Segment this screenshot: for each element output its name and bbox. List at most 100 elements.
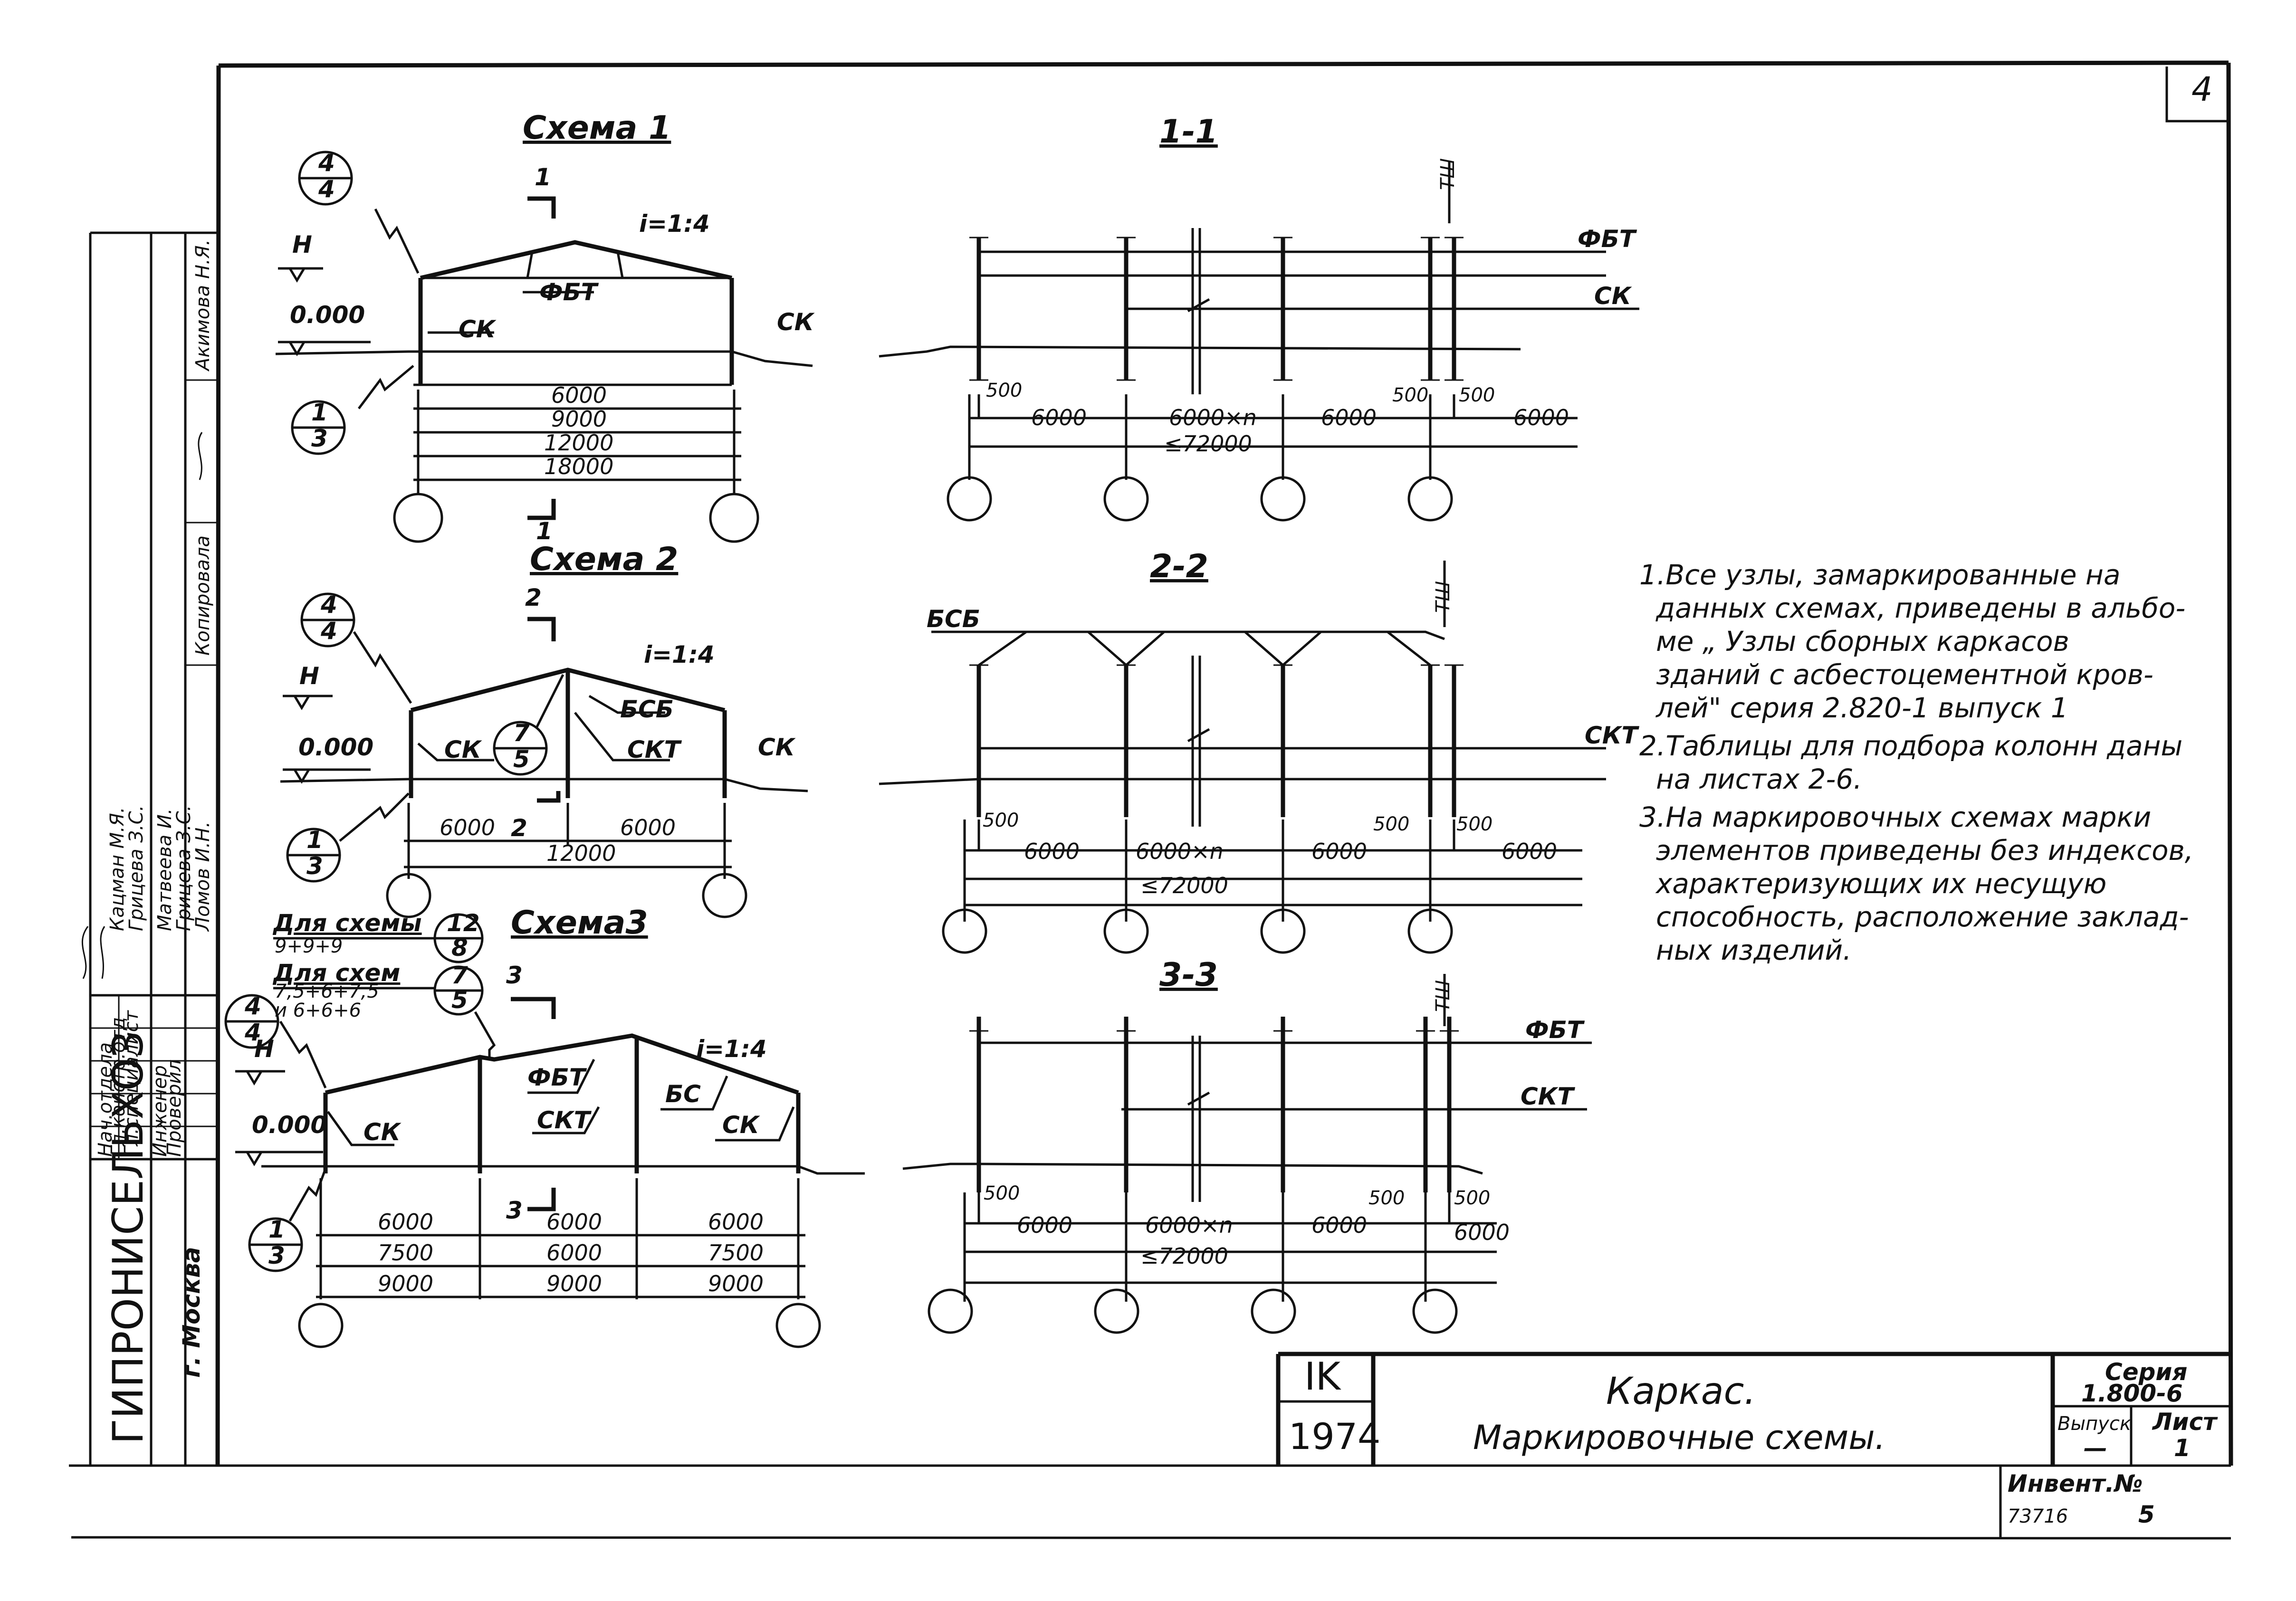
sec3-dim-s1: 6000 <box>1017 1212 1072 1238</box>
sec1-dim-s1: 6000 <box>1031 405 1087 430</box>
sec1-dim-s4: 6000 <box>1513 405 1569 430</box>
scheme-2-total: 12000 <box>546 840 616 866</box>
svg-text:3: 3 <box>311 425 328 452</box>
scheme-3-node-b: 7 5 <box>433 962 496 1059</box>
scheme-3-ck-left: СК <box>364 1118 402 1146</box>
svg-text:3: 3 <box>306 852 323 880</box>
scheme-3-r2-c1: 7500 <box>378 1240 433 1266</box>
scheme-2-span-2: 6000 <box>620 815 676 840</box>
stamp-roles: Нач.отдела Гл.констр.отд Гл.специалист И… <box>95 239 214 1157</box>
svg-text:12: 12 <box>447 909 480 937</box>
note-line-7: на листах 2-6. <box>1656 763 1862 795</box>
notes: 1.Все узлы, замаркированные на данных сх… <box>1639 559 2193 966</box>
scheme-2-span-1: 6000 <box>440 815 495 840</box>
sec2-dim-s4: 6000 <box>1502 839 1557 864</box>
scheme-3-for-schemes: Для схем <box>272 959 400 987</box>
svg-text:4: 4 <box>244 1019 261 1046</box>
name-5: Грицева З.С. <box>173 805 195 931</box>
sec2-dim-total: ≤72000 <box>1140 873 1228 898</box>
sec1-fbt: ФБТ <box>1578 225 1637 253</box>
scheme-3-r3-c3: 9000 <box>708 1271 764 1296</box>
name-2: Кацман М.Я. <box>106 807 128 931</box>
scheme-2-axis-b <box>702 873 747 918</box>
scheme-3-node-bottom: 1 3 <box>248 1168 327 1272</box>
scheme-1-span-3: 12000 <box>544 430 613 456</box>
sec3-ckt: СКТ <box>1521 1083 1576 1110</box>
note-line-12: ных изделий. <box>1656 934 1852 966</box>
drawing-title-1: Каркас. <box>1606 1370 1756 1413</box>
scheme-1-axis-a <box>393 493 443 543</box>
sec2-tsh: ТШ <box>1432 581 1454 613</box>
scheme-3-bs: БС <box>665 1080 701 1108</box>
title-block <box>1276 1352 2231 1537</box>
scheme-1-zero: 0.000 <box>290 301 365 329</box>
sheet-label: Лист <box>2152 1408 2218 1436</box>
name-1: Ломов И.Н. <box>192 821 214 932</box>
note-line-1: 1.Все узлы, замаркированные на <box>1639 559 2121 591</box>
sec2-dim-s3: 6000 <box>1311 839 1367 864</box>
scheme-2-bsb: БСБ <box>620 696 674 723</box>
sec2-dim-s2: 6000×n <box>1136 839 1224 864</box>
scheme-3-section-top: 3 <box>506 962 523 989</box>
stamp-org: ГИПРОНИСЕЛЬХОЗ <box>104 1031 153 1444</box>
svg-text:5: 5 <box>513 745 530 773</box>
sec2-dim-b: 500 <box>1373 813 1409 835</box>
sheet-value: 1 <box>2174 1434 2191 1462</box>
svg-text:1: 1 <box>306 826 323 854</box>
scheme-2-axis-a <box>386 873 431 918</box>
sheet-frame <box>69 60 2233 1540</box>
note-line-8: 3.На маркировочных схемах марки <box>1639 801 2151 833</box>
scheme-2: Схема 2 2 2 i=1:4 БСБ СК СКТ СК Н 0.000 … <box>280 541 808 918</box>
section-1-1: 1-1 ТШ ФБТ СК 500 500 500 6000 6000×n 60… <box>879 113 1639 522</box>
section-3-3: 3-3 ТШ ФБТ СКТ 500 500 500 6000 6000×n 6… <box>902 956 1592 1334</box>
scheme-1-ck-left: СК <box>459 315 497 343</box>
scheme-3-r1-c1: 6000 <box>378 1209 433 1235</box>
sec2-dim-s1: 6000 <box>1024 839 1080 864</box>
title-year: 1974 <box>1289 1415 1380 1458</box>
sec1-tsh: ТШ <box>1437 158 1459 190</box>
scheme-1-span-1: 6000 <box>551 382 607 408</box>
scheme-2-ckt: СКТ <box>627 736 682 763</box>
scheme-1-slope: i=1:4 <box>639 210 710 238</box>
scheme-3-r3-c2: 9000 <box>546 1271 602 1296</box>
scheme-1: Схема 1 1 1 i=1:4 ФБТ СК СК Н 0.000 4 4 … <box>275 109 815 545</box>
role-1: Нач.отдела <box>95 1042 116 1157</box>
scheme-3-for-schemes-spans-2: и 6+6+6 <box>275 1000 361 1021</box>
scheme-3-axis-b <box>775 1303 821 1348</box>
role-3: Гл.специалист <box>121 1010 143 1157</box>
scheme-2-level-mark: Н <box>299 662 319 690</box>
svg-text:3: 3 <box>268 1242 285 1269</box>
sec1-dim-b: 500 <box>1392 384 1428 406</box>
sec3-fbt: ФБТ <box>1525 1016 1585 1044</box>
scheme-2-slope: i=1:4 <box>644 641 715 668</box>
svg-text:4: 4 <box>318 175 335 203</box>
note-line-6: 2.Таблицы для подбора колонн даны <box>1639 730 2182 762</box>
svg-text:4: 4 <box>318 149 335 177</box>
scheme-3-for-schemes-spans: 7,5+6+7,5 <box>275 981 379 1002</box>
sec3-title: 3-3 <box>1159 956 1218 994</box>
note-line-2: данных схемах, приведены в альбо- <box>1655 592 2185 624</box>
note-line-3: ме „ Узлы сборных каркасов <box>1656 625 2069 658</box>
scheme-3-r2-c2: 6000 <box>546 1240 602 1266</box>
note-line-10: характеризующих их несущую <box>1655 867 2106 900</box>
sec2-dim-a: 500 <box>983 810 1019 831</box>
note-line-9: элементов приведены без индексов, <box>1656 834 2193 867</box>
sec2-ckt: СКТ <box>1585 722 1640 749</box>
scheme-2-node-top: 4 4 <box>300 591 412 704</box>
scheme-3-fbt: ФБТ <box>527 1064 587 1091</box>
title-code: IK <box>1304 1354 1342 1399</box>
scheme-3-node-top: 4 4 <box>224 992 327 1089</box>
scheme-3-slope: i=1:4 <box>696 1035 767 1063</box>
inventory-number: 73716 <box>2008 1506 2068 1527</box>
svg-text:5: 5 <box>451 986 468 1014</box>
scheme-1-ck-right: СК <box>777 308 815 336</box>
scheme-1-span-2: 9000 <box>551 406 607 432</box>
sec3-dim-b: 500 <box>1368 1187 1405 1209</box>
sec1-dim-total: ≤72000 <box>1164 431 1252 457</box>
scheme-3-section-bottom: 3 <box>506 1197 523 1224</box>
name-3: Грицева З.С. <box>125 805 147 931</box>
scheme-2-section-bottom: 2 <box>511 814 527 842</box>
scheme-3-r1-c2: 6000 <box>546 1209 602 1235</box>
scheme-2-section-top: 2 <box>525 584 542 611</box>
role-4: Инженер <box>149 1065 171 1157</box>
